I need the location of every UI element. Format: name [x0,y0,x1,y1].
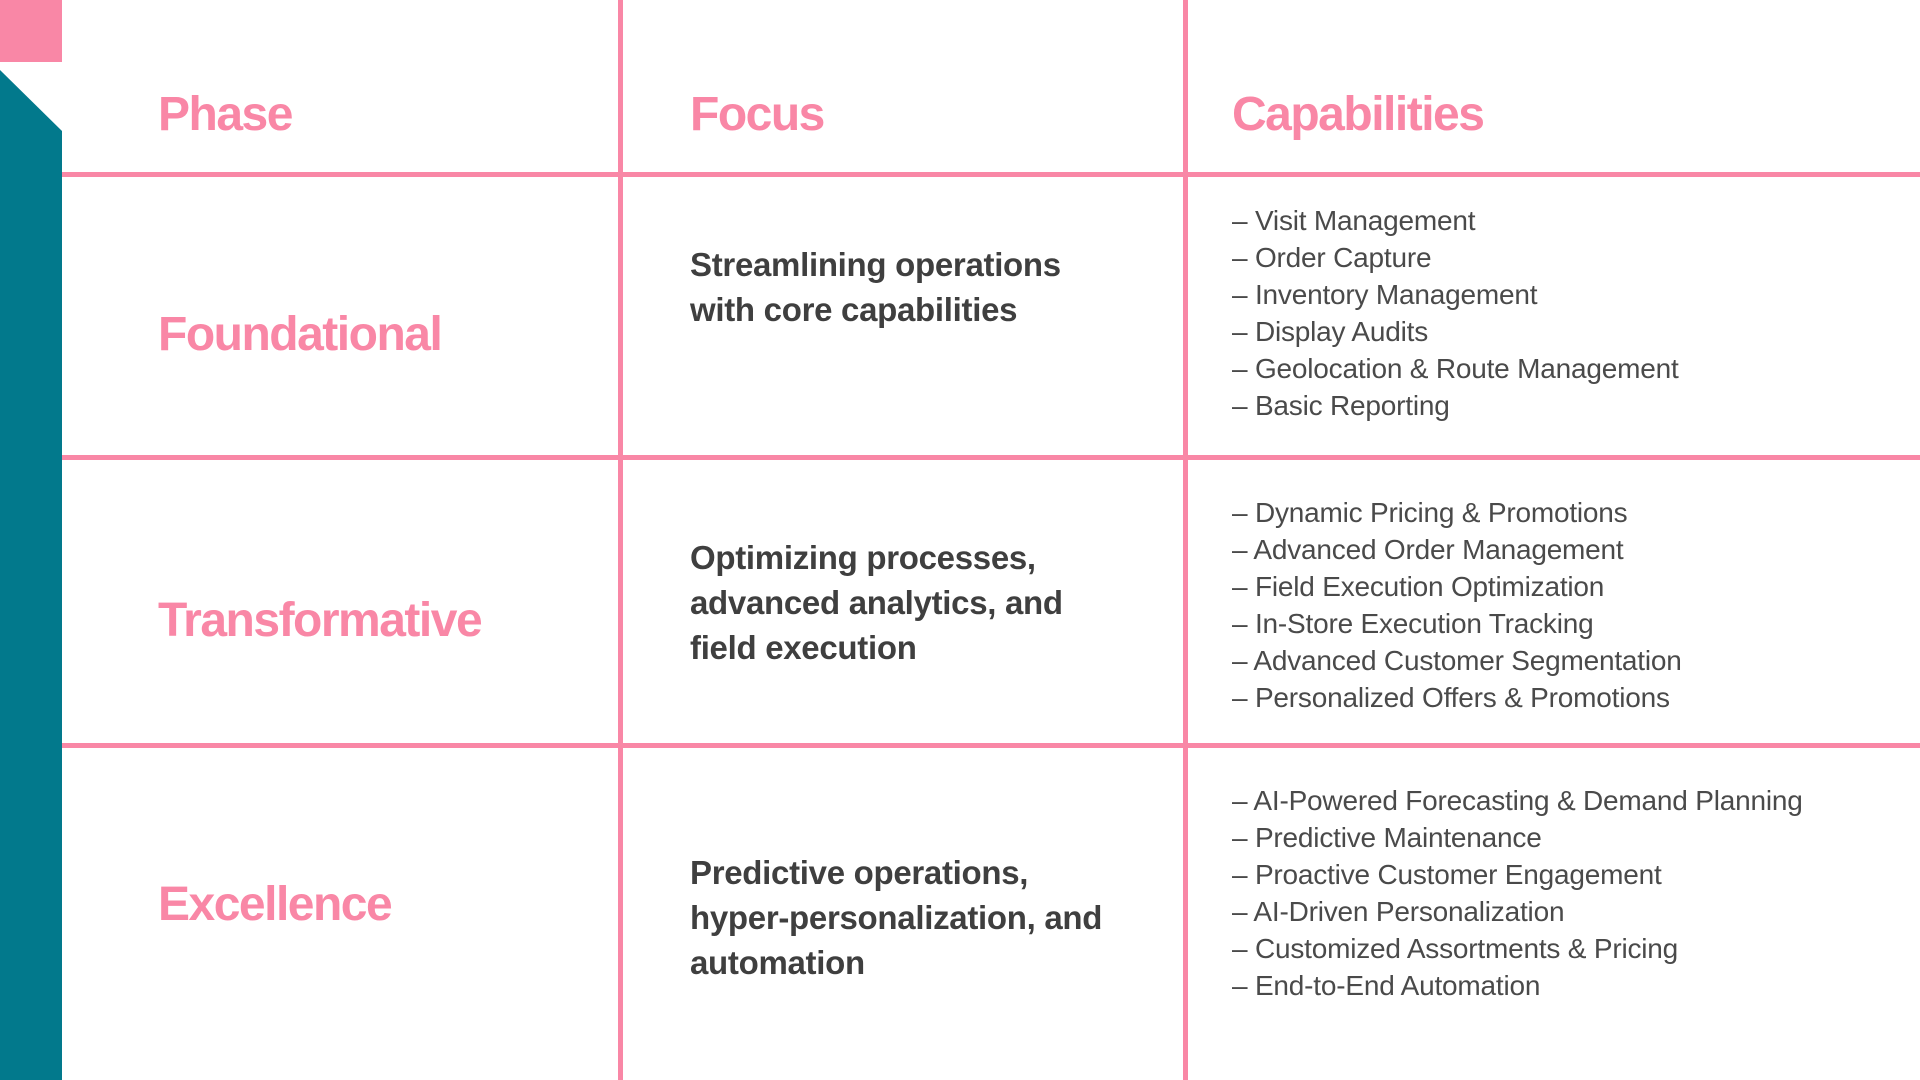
focus-text-line: with core capabilities [690,290,1018,328]
capability-item: – AI-Powered Forecasting & Demand Planni… [1232,785,1803,816]
capability-item: – Basic Reporting [1232,389,1450,421]
capability-item: – Order Capture [1232,241,1432,273]
capability-item: – Customized Assortments & Pricing [1232,933,1679,964]
focus-text-line: Optimizing processes, [690,538,1036,576]
focus-text-line: advanced analytics, and [690,583,1063,621]
corner-accent-square [0,0,62,62]
focus-text-foundational: Streamlining operations with core capabil… [690,242,1061,332]
row-divider-2 [62,743,1920,748]
capability-item: – End-to-End Automation [1232,970,1541,1001]
left-edge-ribbon [0,70,62,1080]
table-row-1-phase-cell: Foundational [62,177,618,460]
focus-text-line: automation [690,943,865,981]
capability-item: – Visit Management [1232,204,1476,236]
table-row-1-capabilities-cell: – Visit Management – Order Capture – Inven… [1183,177,1920,460]
capability-item: – Geolocation & Route Management [1232,352,1679,384]
focus-text-line: field execution [690,628,917,666]
header-divider [62,172,1920,177]
capability-item: – Personalized Offers & Promotions [1232,682,1670,713]
column-divider-2 [1183,0,1188,1080]
capability-item: – Advanced Order Management [1232,534,1624,565]
capability-item: – AI-Driven Personalization [1232,896,1565,927]
column-header-capabilities: Capabilities [1232,87,1485,141]
header-cell-focus: Focus [618,0,1183,177]
table-row-1-focus-cell: Streamlining operations with core capabil… [618,177,1183,460]
capability-item: – Proactive Customer Engagement [1232,859,1662,890]
table-row-2-focus-cell: Optimizing processes, advanced analytics,… [618,460,1183,748]
table-row-3-focus-cell: Predictive operations, hyper-personalizat… [618,748,1183,1080]
column-header-focus: Focus [690,87,825,141]
capability-item: – Field Execution Optimization [1232,571,1605,602]
table-row-3-phase-cell: Excellence [62,748,618,1080]
row-divider-1 [62,455,1920,460]
capabilities-list-foundational: – Visit Management – Order Capture – Inven… [1232,202,1679,424]
phases-table: Phase Focus Capabilities Foundational St… [62,0,1920,1080]
capability-item: – Dynamic Pricing & Promotions [1232,497,1628,528]
column-header-phase: Phase [158,87,293,141]
phase-label-excellence: Excellence [158,878,393,931]
capability-item: – Advanced Customer Segmentation [1232,645,1682,676]
table-row-3-capabilities-cell: – AI-Powered Forecasting & Demand Planni… [1183,748,1920,1080]
capability-item: – Predictive Maintenance [1232,822,1542,853]
column-divider-1 [618,0,623,1080]
focus-text-line: Streamlining operations [690,245,1061,283]
capabilities-list-excellence: – AI-Powered Forecasting & Demand Planni… [1232,782,1803,1004]
phase-label-foundational: Foundational [158,307,443,361]
focus-text-line: Predictive operations, [690,853,1029,891]
focus-text-excellence: Predictive operations, hyper-personalizat… [690,850,1102,985]
capability-item: – In-Store Execution Tracking [1232,608,1594,639]
capability-item: – Display Audits [1232,315,1429,347]
focus-text-transformative: Optimizing processes, advanced analytics,… [690,535,1063,670]
header-cell-phase: Phase [62,0,618,177]
header-cell-capabilities: Capabilities [1183,0,1920,177]
table-row-2-capabilities-cell: – Dynamic Pricing & Promotions – Advanced… [1183,460,1920,748]
phase-label-transformative: Transformative [158,594,483,647]
table-row-2-phase-cell: Transformative [62,460,618,748]
capabilities-list-transformative: – Dynamic Pricing & Promotions – Advanced… [1232,494,1682,716]
focus-text-line: hyper-personalization, and [690,898,1103,936]
capability-item: – Inventory Management [1232,278,1538,310]
